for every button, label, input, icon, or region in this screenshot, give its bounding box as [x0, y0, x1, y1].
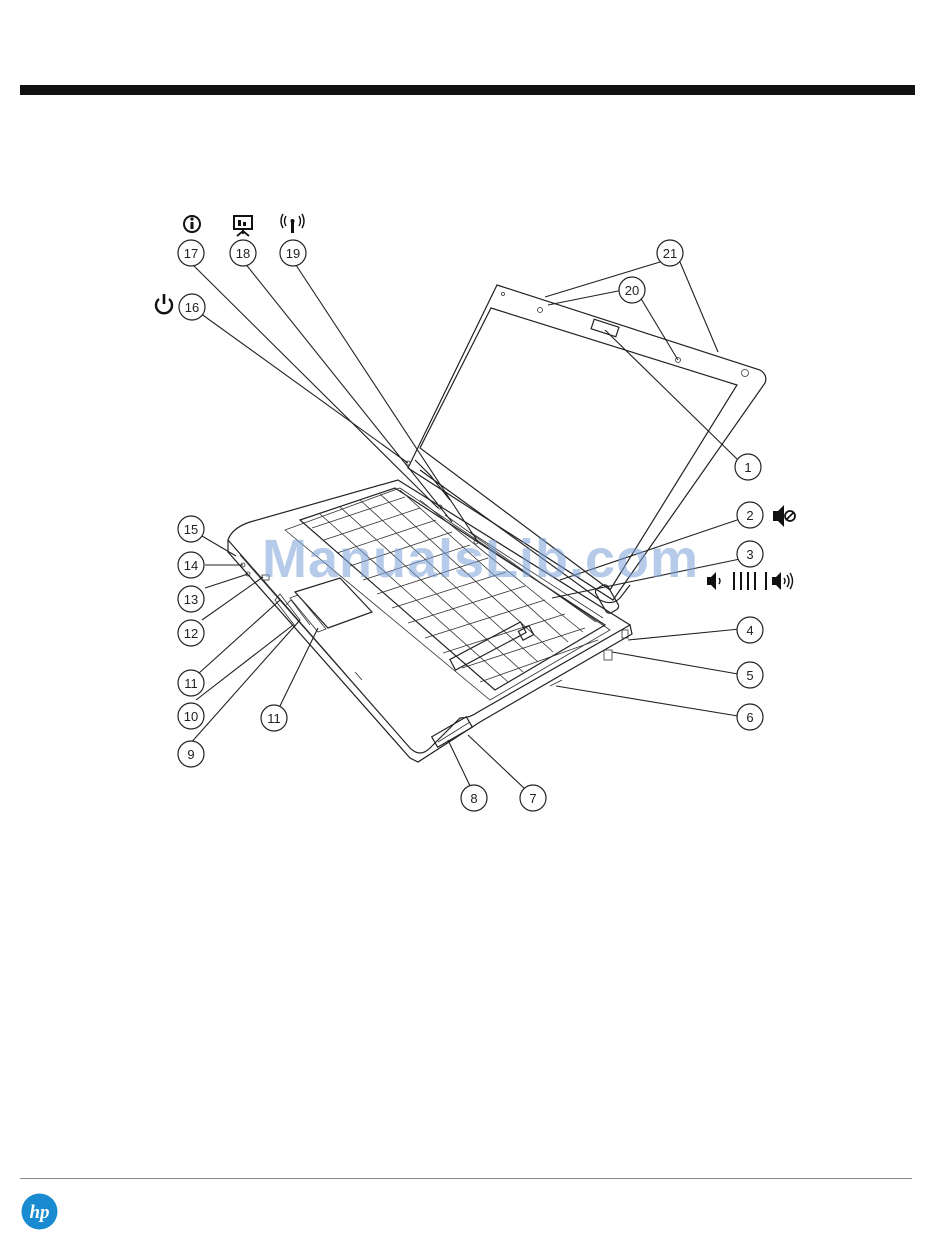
svg-text:5: 5 [746, 668, 753, 683]
svg-text:14: 14 [184, 558, 198, 573]
svg-text:15: 15 [184, 522, 198, 537]
svg-text:4: 4 [746, 623, 753, 638]
callout-5: 5 [737, 662, 763, 688]
power-icon [156, 294, 172, 313]
callout-12: 12 [178, 620, 204, 646]
footer-rule [20, 1178, 912, 1179]
presentation-icon [234, 216, 252, 236]
callout-11-bottom: 11 [261, 705, 287, 731]
callout-20: 20 [619, 277, 645, 303]
svg-text:10: 10 [184, 709, 198, 724]
svg-text:11: 11 [267, 711, 281, 726]
callout-3: 3 [737, 541, 763, 567]
svg-text:2: 2 [746, 508, 753, 523]
svg-text:21: 21 [663, 246, 677, 261]
hp-logo: hp [21, 1193, 58, 1230]
callout-14: 14 [178, 552, 204, 578]
svg-text:16: 16 [185, 300, 199, 315]
svg-text:1: 1 [744, 460, 751, 475]
callout-21: 21 [657, 240, 683, 266]
callout-17: 17 [178, 240, 204, 266]
callout-18: 18 [230, 240, 256, 266]
laptop-illustration [228, 285, 766, 762]
svg-text:7: 7 [529, 791, 536, 806]
svg-text:12: 12 [184, 626, 198, 641]
svg-text:6: 6 [746, 710, 753, 725]
mute-icon [773, 505, 795, 527]
svg-text:hp: hp [29, 1202, 49, 1223]
svg-text:3: 3 [746, 547, 753, 562]
callout-4: 4 [737, 617, 763, 643]
callout-16: 16 [179, 294, 205, 320]
callout-11-left: 11 [178, 670, 204, 696]
svg-text:18: 18 [236, 246, 250, 261]
callout-6: 6 [737, 704, 763, 730]
callout-19: 19 [280, 240, 306, 266]
callout-2: 2 [737, 502, 763, 528]
svg-text:20: 20 [625, 283, 639, 298]
volume-scroll-icon [707, 572, 793, 590]
callout-13: 13 [178, 586, 204, 612]
svg-text:17: 17 [184, 246, 198, 261]
callout-15: 15 [178, 516, 204, 542]
callout-10: 10 [178, 703, 204, 729]
svg-text:13: 13 [184, 592, 198, 607]
svg-text:11: 11 [184, 676, 198, 691]
watermark: ManualsLib.com [262, 528, 699, 590]
callout-9: 9 [178, 741, 204, 767]
callout-7: 7 [520, 785, 546, 811]
svg-text:19: 19 [286, 246, 300, 261]
wireless-icon [281, 214, 304, 233]
svg-text:9: 9 [187, 747, 194, 762]
callout-1: 1 [735, 454, 761, 480]
callout-8: 8 [461, 785, 487, 811]
svg-text:8: 8 [470, 791, 477, 806]
info-icon [184, 216, 200, 232]
